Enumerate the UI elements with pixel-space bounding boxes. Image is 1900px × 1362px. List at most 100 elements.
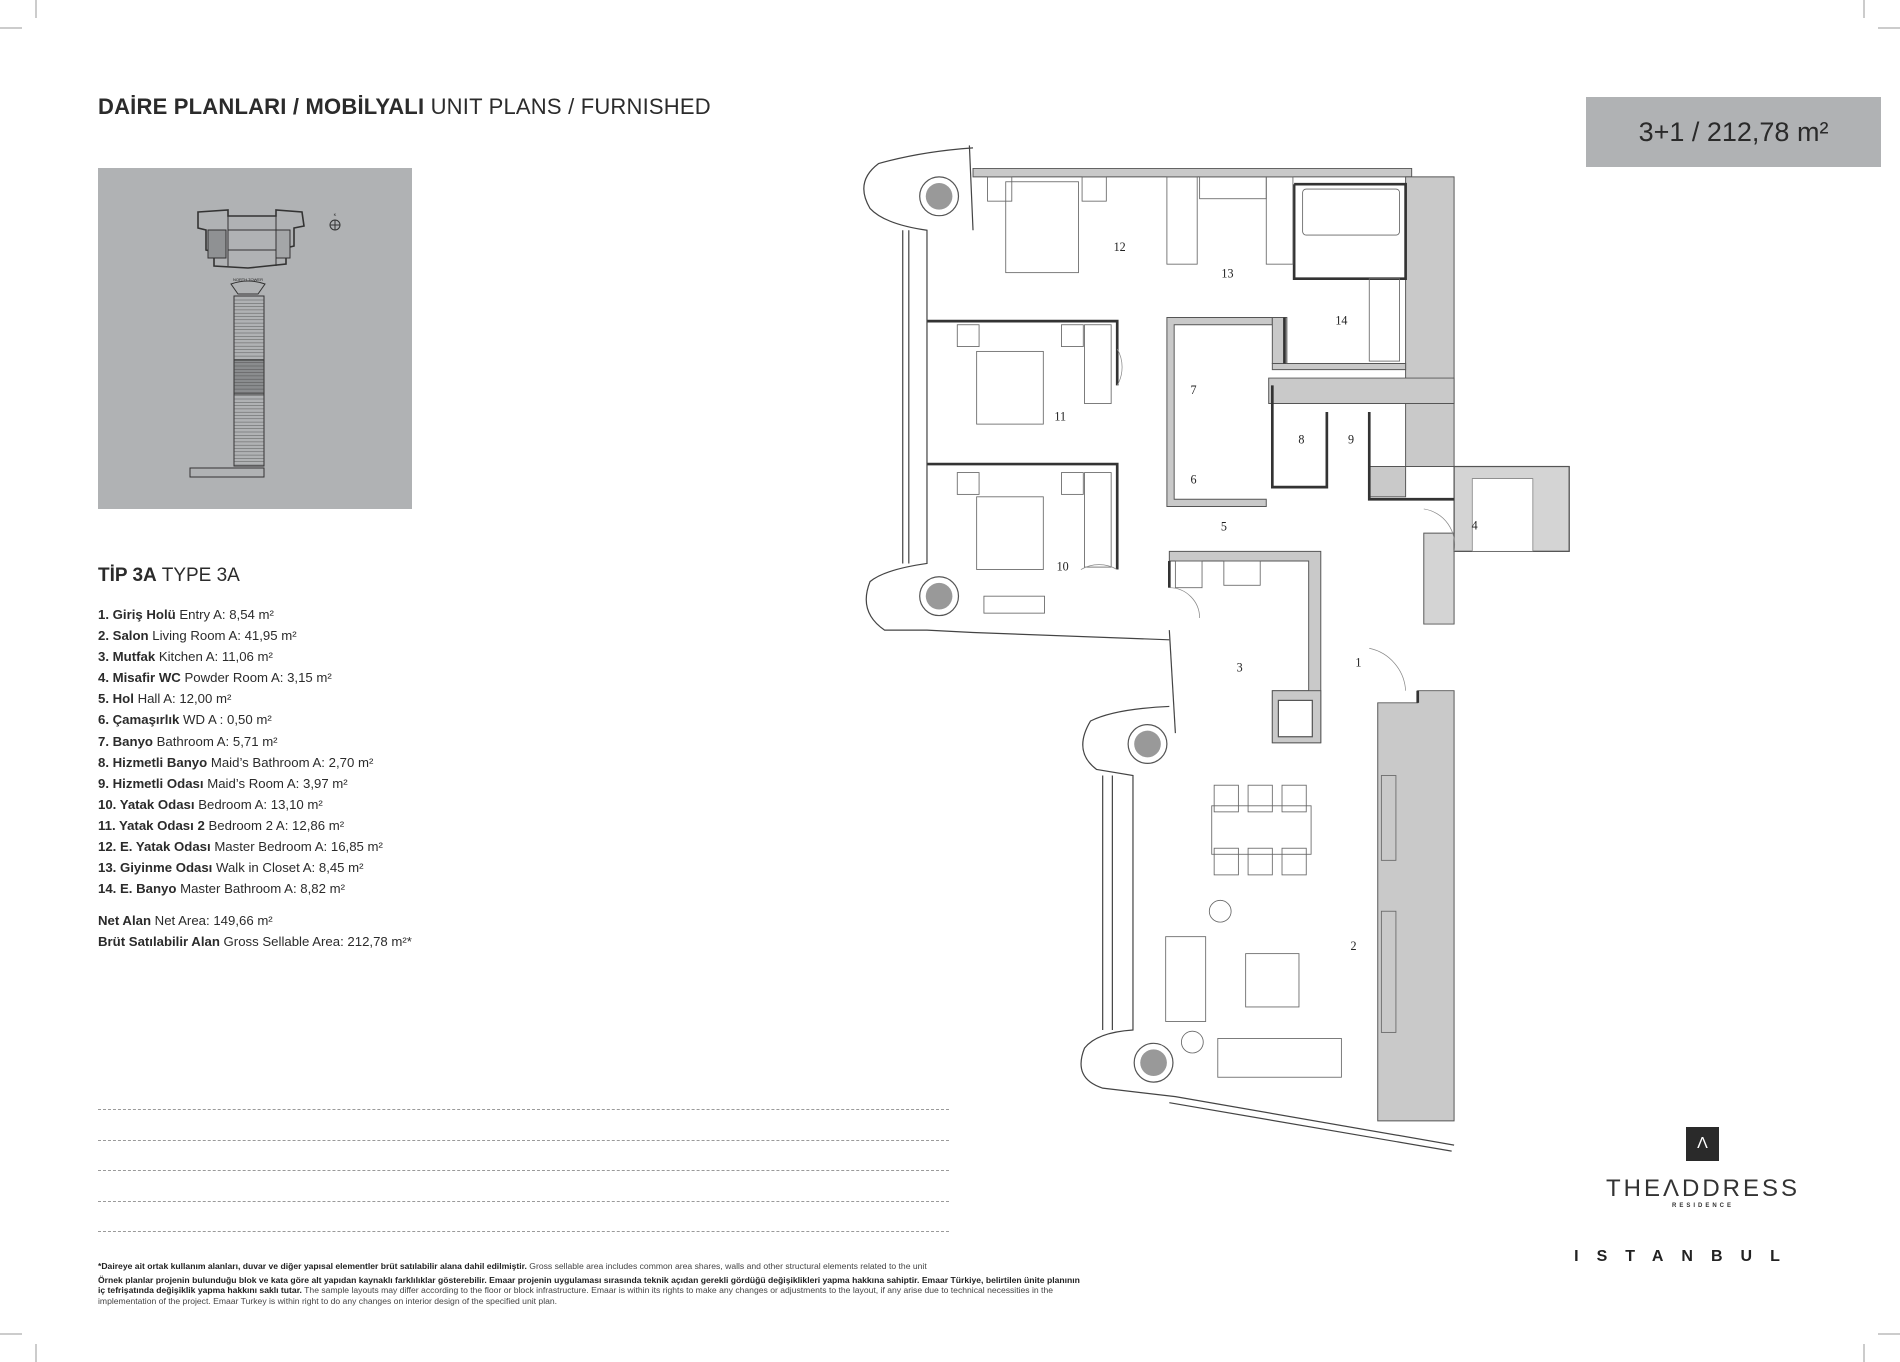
disclaimer-2-en: The sample layouts may differ according … bbox=[98, 1285, 1054, 1306]
room-name-area: Bedroom A: 13,10 m² bbox=[194, 796, 323, 812]
room-name-turkish: 13. Giyinme Odası bbox=[98, 860, 213, 876]
logo-mark-glyph: Λ bbox=[1697, 1135, 1708, 1152]
room-number-label: 6 bbox=[1191, 472, 1197, 486]
room-name-turkish: 1. Giriş Holü bbox=[98, 607, 176, 622]
room-name-area: Maid’s Bathroom A: 2,70 m² bbox=[207, 754, 374, 770]
disclaimer-2: Örnek planlar projenin bulunduğu blok ve… bbox=[98, 1275, 1088, 1307]
room-name-area: Walk in Closet A: 8,45 m² bbox=[212, 860, 364, 876]
room-name-area: Entry A: 8,54 m² bbox=[175, 607, 274, 622]
room-name-turkish: 11. Yatak Odası 2 bbox=[98, 817, 205, 833]
disclaimer-1-en: Gross sellable area includes common area… bbox=[526, 1261, 927, 1271]
room-name-turkish: 10. Yatak Odası bbox=[98, 796, 195, 812]
room-number-label: 4 bbox=[1472, 519, 1478, 533]
tower-label: NORTH TOWER bbox=[233, 277, 263, 282]
room-list-item: 3. Mutfak Kitchen A: 11,06 m² bbox=[98, 646, 383, 667]
room-list-item: 10. Yatak Odası Bedroom A: 13,10 m² bbox=[98, 794, 383, 815]
page-title: DAİRE PLANLARI / MOBİLYALI UNIT PLANS / … bbox=[98, 94, 711, 120]
room-list-item: 8. Hizmetli Banyo Maid’s Bathroom A: 2,7… bbox=[98, 752, 383, 773]
title-english: UNIT PLANS / FURNISHED bbox=[424, 94, 711, 119]
partition-walls bbox=[926, 182, 1455, 703]
note-line bbox=[98, 1140, 949, 1141]
room-list-item: 7. Banyo Bathroom A: 5,71 m² bbox=[98, 731, 383, 752]
room-list-item: 6. Çamaşırlık WD A : 0,50 m² bbox=[98, 709, 383, 730]
gross-area: Brüt Satılabilir Alan Gross Sellable Are… bbox=[98, 931, 412, 952]
room-name-turkish: 5. Hol bbox=[98, 691, 134, 707]
note-line bbox=[98, 1201, 949, 1202]
room-name-area: WD A : 0,50 m² bbox=[179, 712, 272, 728]
room-list-item: 2. Salon Living Room A: 41,95 m² bbox=[98, 625, 383, 646]
disclaimer-1-tr: *Daireye ait ortak kullanım alanları, du… bbox=[98, 1261, 527, 1271]
type-english: TYPE 3A bbox=[156, 565, 240, 586]
room-name-area: Hall A: 12,00 m² bbox=[133, 691, 232, 707]
door-swings bbox=[1080, 348, 1455, 691]
room-list-item: 9. Hizmetli Odası Maid’s Room A: 3,97 m² bbox=[98, 773, 383, 794]
room-list-item: 11. Yatak Odası 2 Bedroom 2 A: 12,86 m² bbox=[98, 815, 383, 836]
disclaimer-1: *Daireye ait ortak kullanım alanları, du… bbox=[98, 1261, 1088, 1272]
room-list-item: 12. E. Yatak Odası Master Bedroom A: 16,… bbox=[98, 836, 383, 857]
room-name-area: Living Room A: 41,95 m² bbox=[148, 628, 297, 644]
net-area-label: Net Alan bbox=[98, 913, 152, 928]
room-number-label: 9 bbox=[1348, 432, 1354, 446]
structural-walls bbox=[972, 167, 1570, 1122]
unit-area-badge: 3+1 / 212,78 m² bbox=[1586, 97, 1881, 167]
gross-area-value: Gross Sellable Area: 212,78 m²* bbox=[219, 934, 412, 949]
note-line bbox=[98, 1109, 949, 1110]
key-plan-drawing: NORTH TOWER K bbox=[189, 209, 341, 478]
note-line bbox=[98, 1231, 949, 1232]
facade bbox=[863, 145, 1455, 1152]
brand-city: ISTANBUL bbox=[1574, 1248, 1798, 1265]
area-totals: Net Alan Net Area: 149,66 m² Brüt Satıla… bbox=[98, 910, 412, 952]
brand-logo-mark: Λ bbox=[1686, 1127, 1719, 1161]
room-number-label: 5 bbox=[1221, 520, 1227, 534]
room-name-turkish: 9. Hizmetli Odası bbox=[98, 775, 204, 791]
room-name-turkish: 4. Misafir WC bbox=[98, 670, 181, 686]
room-name-turkish: 12. E. Yatak Odası bbox=[98, 839, 211, 855]
compass-label: K bbox=[334, 212, 337, 217]
room-number-label: 1 bbox=[1355, 655, 1361, 669]
room-list-item: 1. Giriş Holü Entry A: 8,54 m² bbox=[98, 604, 383, 625]
room-name-turkish: 2. Salon bbox=[98, 628, 149, 644]
unit-area-text: 3+1 / 212,78 m² bbox=[1638, 116, 1829, 147]
gross-area-label: Brüt Satılabilir Alan bbox=[98, 934, 220, 949]
room-number-label: 12 bbox=[1114, 240, 1126, 254]
net-area-value: Net Area: 149,66 m² bbox=[151, 913, 273, 928]
room-name-turkish: 7. Banyo bbox=[98, 733, 153, 749]
room-list-item: 5. Hol Hall A: 12,00 m² bbox=[98, 688, 383, 709]
room-number-label: 10 bbox=[1057, 560, 1069, 574]
room-name-area: Master Bedroom A: 16,85 m² bbox=[210, 839, 383, 855]
room-name-area: Maid’s Room A: 3,97 m² bbox=[203, 775, 348, 791]
type-turkish: TİP 3A bbox=[98, 565, 157, 586]
furniture bbox=[956, 176, 1400, 1078]
room-number-label: 2 bbox=[1350, 939, 1356, 953]
room-number-label: 11 bbox=[1054, 409, 1066, 423]
key-plan: NORTH TOWER K bbox=[98, 168, 412, 509]
room-name-turkish: 14. E. Banyo bbox=[98, 881, 177, 897]
disclaimer: *Daireye ait ortak kullanım alanları, du… bbox=[98, 1261, 1088, 1309]
room-name-turkish: 3. Mutfak bbox=[98, 649, 156, 665]
room-number-label: 8 bbox=[1298, 432, 1304, 446]
room-list-item: 4. Misafir WC Powder Room A: 3,15 m² bbox=[98, 667, 383, 688]
room-name-turkish: 8. Hizmetli Banyo bbox=[98, 754, 208, 770]
room-name-area: Master Bathroom A: 8,82 m² bbox=[176, 881, 346, 897]
disclaimer-2-tr: Örnek planlar projenin bulunduğu blok ve… bbox=[98, 1274, 1080, 1296]
room-name-area: Kitchen A: 11,06 m² bbox=[155, 649, 273, 665]
room-list-item: 13. Giyinme Odası Walk in Closet A: 8,45… bbox=[98, 857, 383, 878]
room-number-label: 3 bbox=[1237, 660, 1243, 674]
brand-name: THEΛDDRESS bbox=[1605, 1175, 1801, 1202]
brand-subtitle: RESIDENCE bbox=[1671, 1203, 1734, 1209]
net-area: Net Alan Net Area: 149,66 m² bbox=[98, 910, 412, 931]
room-name-area: Powder Room A: 3,15 m² bbox=[180, 670, 332, 686]
note-line bbox=[98, 1170, 949, 1171]
room-name-area: Bathroom A: 5,71 m² bbox=[152, 733, 278, 749]
room-name-turkish: 6. Çamaşırlık bbox=[98, 712, 180, 728]
room-number-label: 13 bbox=[1221, 266, 1233, 280]
structural-columns bbox=[919, 176, 1174, 1083]
room-name-area: Bedroom 2 A: 12,86 m² bbox=[204, 817, 345, 833]
room-list-item: 14. E. Banyo Master Bathroom A: 8,82 m² bbox=[98, 878, 383, 899]
unit-type-heading: TİP 3A TYPE 3A bbox=[98, 565, 240, 587]
room-number-label: 7 bbox=[1191, 383, 1197, 397]
